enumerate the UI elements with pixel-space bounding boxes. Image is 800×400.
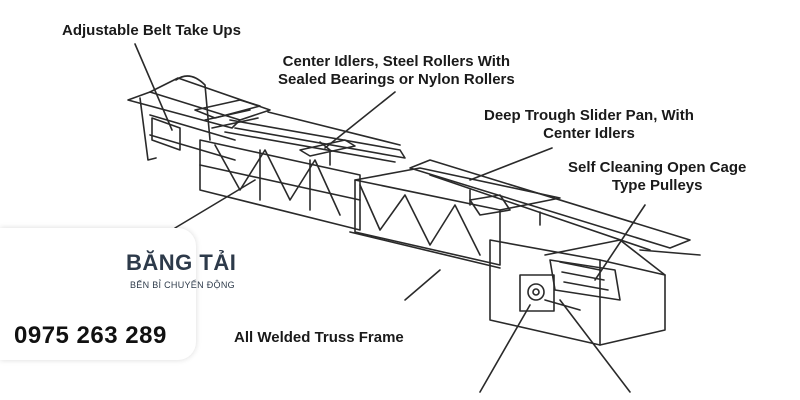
label-center-idlers: Center Idlers, Steel Rollers With Sealed… bbox=[278, 53, 515, 88]
logo-tagline: BẾN BỈ CHUYỂN ĐỘNG bbox=[130, 280, 235, 290]
middle-section bbox=[349, 167, 561, 269]
label-pulleys: Self Cleaning Open Cage Type Pulleys bbox=[568, 159, 747, 194]
logo-badge bbox=[0, 228, 196, 360]
phone-number[interactable]: 0975 263 289 bbox=[14, 322, 167, 349]
leader-lines bbox=[134, 43, 646, 393]
label-slider-pan: Deep Trough Slider Pan, With Center Idle… bbox=[484, 107, 694, 142]
label-belt-take-ups: Adjustable Belt Take Ups bbox=[62, 22, 241, 39]
slider-pan bbox=[409, 159, 691, 251]
truss-frame-left bbox=[199, 139, 361, 231]
take-up-section bbox=[127, 75, 271, 161]
label-truss-frame: All Welded Truss Frame bbox=[234, 329, 404, 346]
pulley-section bbox=[489, 239, 701, 346]
logo-brand: BĂNG TẢI bbox=[126, 250, 237, 275]
